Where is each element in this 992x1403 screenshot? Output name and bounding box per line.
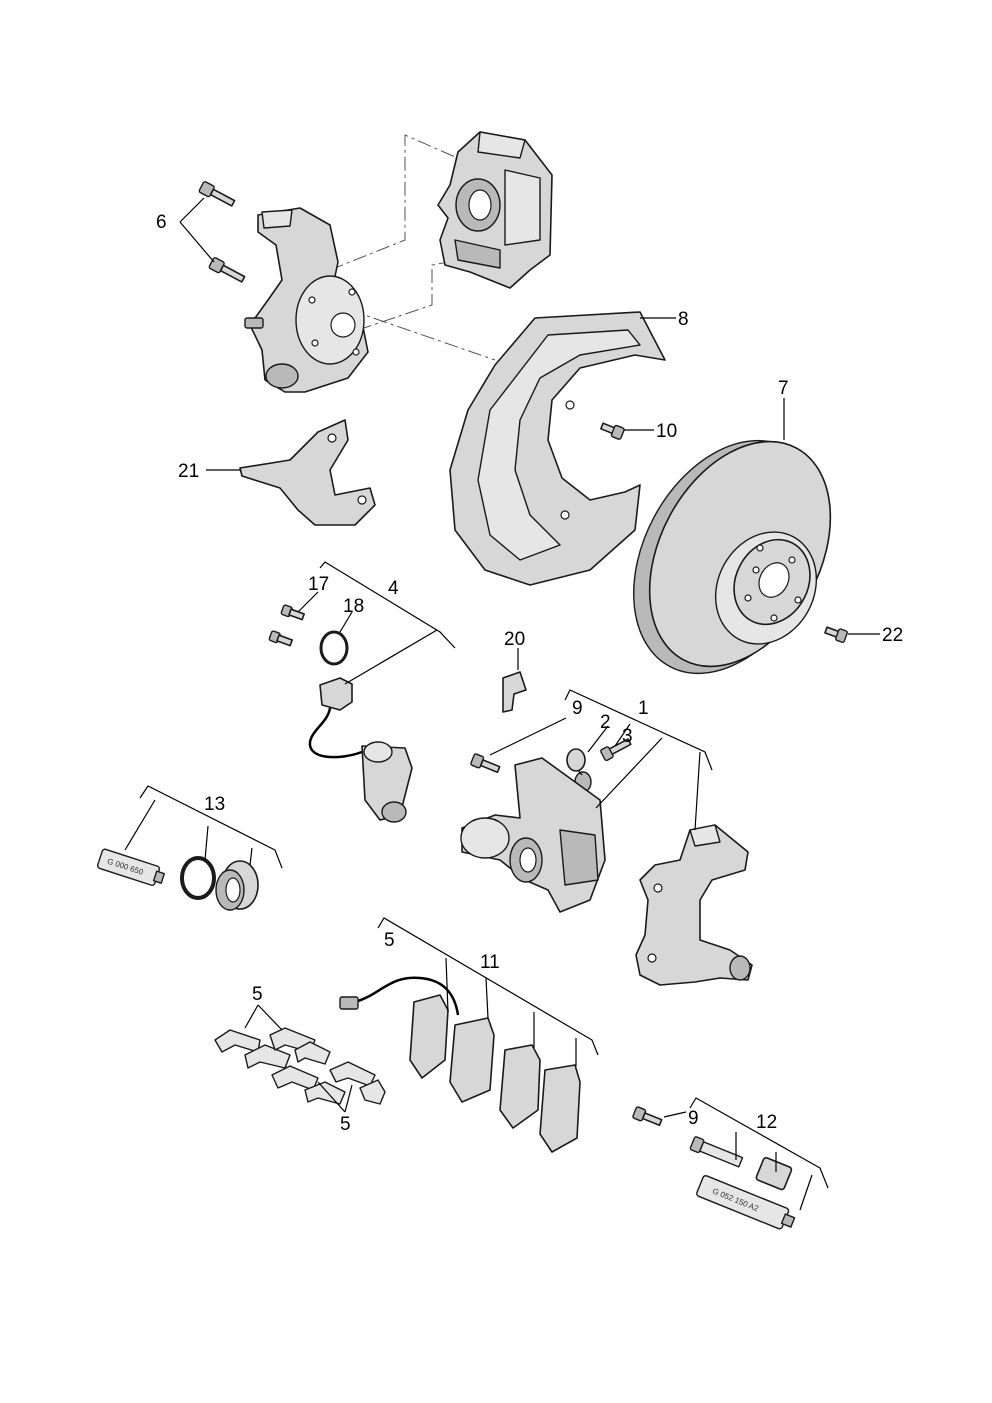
parking-brake-motor — [308, 677, 413, 823]
shield-bolt — [600, 422, 625, 440]
callout-2: 2 — [600, 712, 611, 733]
sensor-bracket — [239, 419, 376, 526]
callout-5-springs-upper: 5 — [252, 984, 263, 1005]
callout-numbers: 6 8 7 10 21 17 4 18 22 20 1 9 2 3 13 5 1… — [156, 212, 903, 1135]
callout-20: 20 — [504, 629, 525, 650]
wheel-bearing-kit: G 000 650 — [96, 848, 259, 911]
callout-12: 12 — [756, 1112, 777, 1133]
o-ring — [319, 630, 349, 666]
callout-4: 4 — [388, 578, 399, 599]
pad-retaining-springs — [214, 1027, 386, 1105]
upper-brake-caliper — [437, 131, 553, 289]
callout-11: 11 — [480, 952, 500, 973]
callout-18: 18 — [343, 596, 364, 617]
wheel-bearing-housing — [244, 207, 369, 393]
disc-screw — [824, 626, 848, 643]
callout-17: 17 — [308, 574, 329, 595]
callout-6: 6 — [156, 212, 167, 233]
bleed-screw — [600, 738, 632, 762]
caliper-carrier — [635, 824, 753, 986]
brake-pad-set — [339, 976, 581, 1153]
knuckle-bolts — [198, 181, 246, 283]
callout-3: 3 — [622, 726, 633, 747]
callout-5-springs-lower: 5 — [340, 1114, 351, 1135]
callout-5-pads: 5 — [384, 930, 395, 951]
callout-10: 10 — [656, 421, 677, 442]
brake-dust-shield — [449, 311, 666, 586]
spring-clip — [502, 671, 527, 713]
callout-13: 13 — [204, 794, 225, 815]
callout-7: 7 — [778, 378, 789, 399]
brake-caliper — [460, 757, 606, 913]
callout-9-upper: 9 — [572, 698, 583, 719]
brake-disc — [633, 439, 832, 675]
motor-screws — [268, 604, 305, 647]
callout-8: 8 — [678, 309, 689, 330]
caliper-bolt-upper — [470, 753, 501, 774]
callout-1: 1 — [638, 698, 649, 719]
callout-22: 22 — [882, 625, 903, 646]
callout-9-lower: 9 — [688, 1108, 699, 1129]
callout-21: 21 — [178, 461, 199, 482]
leader-lines — [124, 197, 880, 1211]
